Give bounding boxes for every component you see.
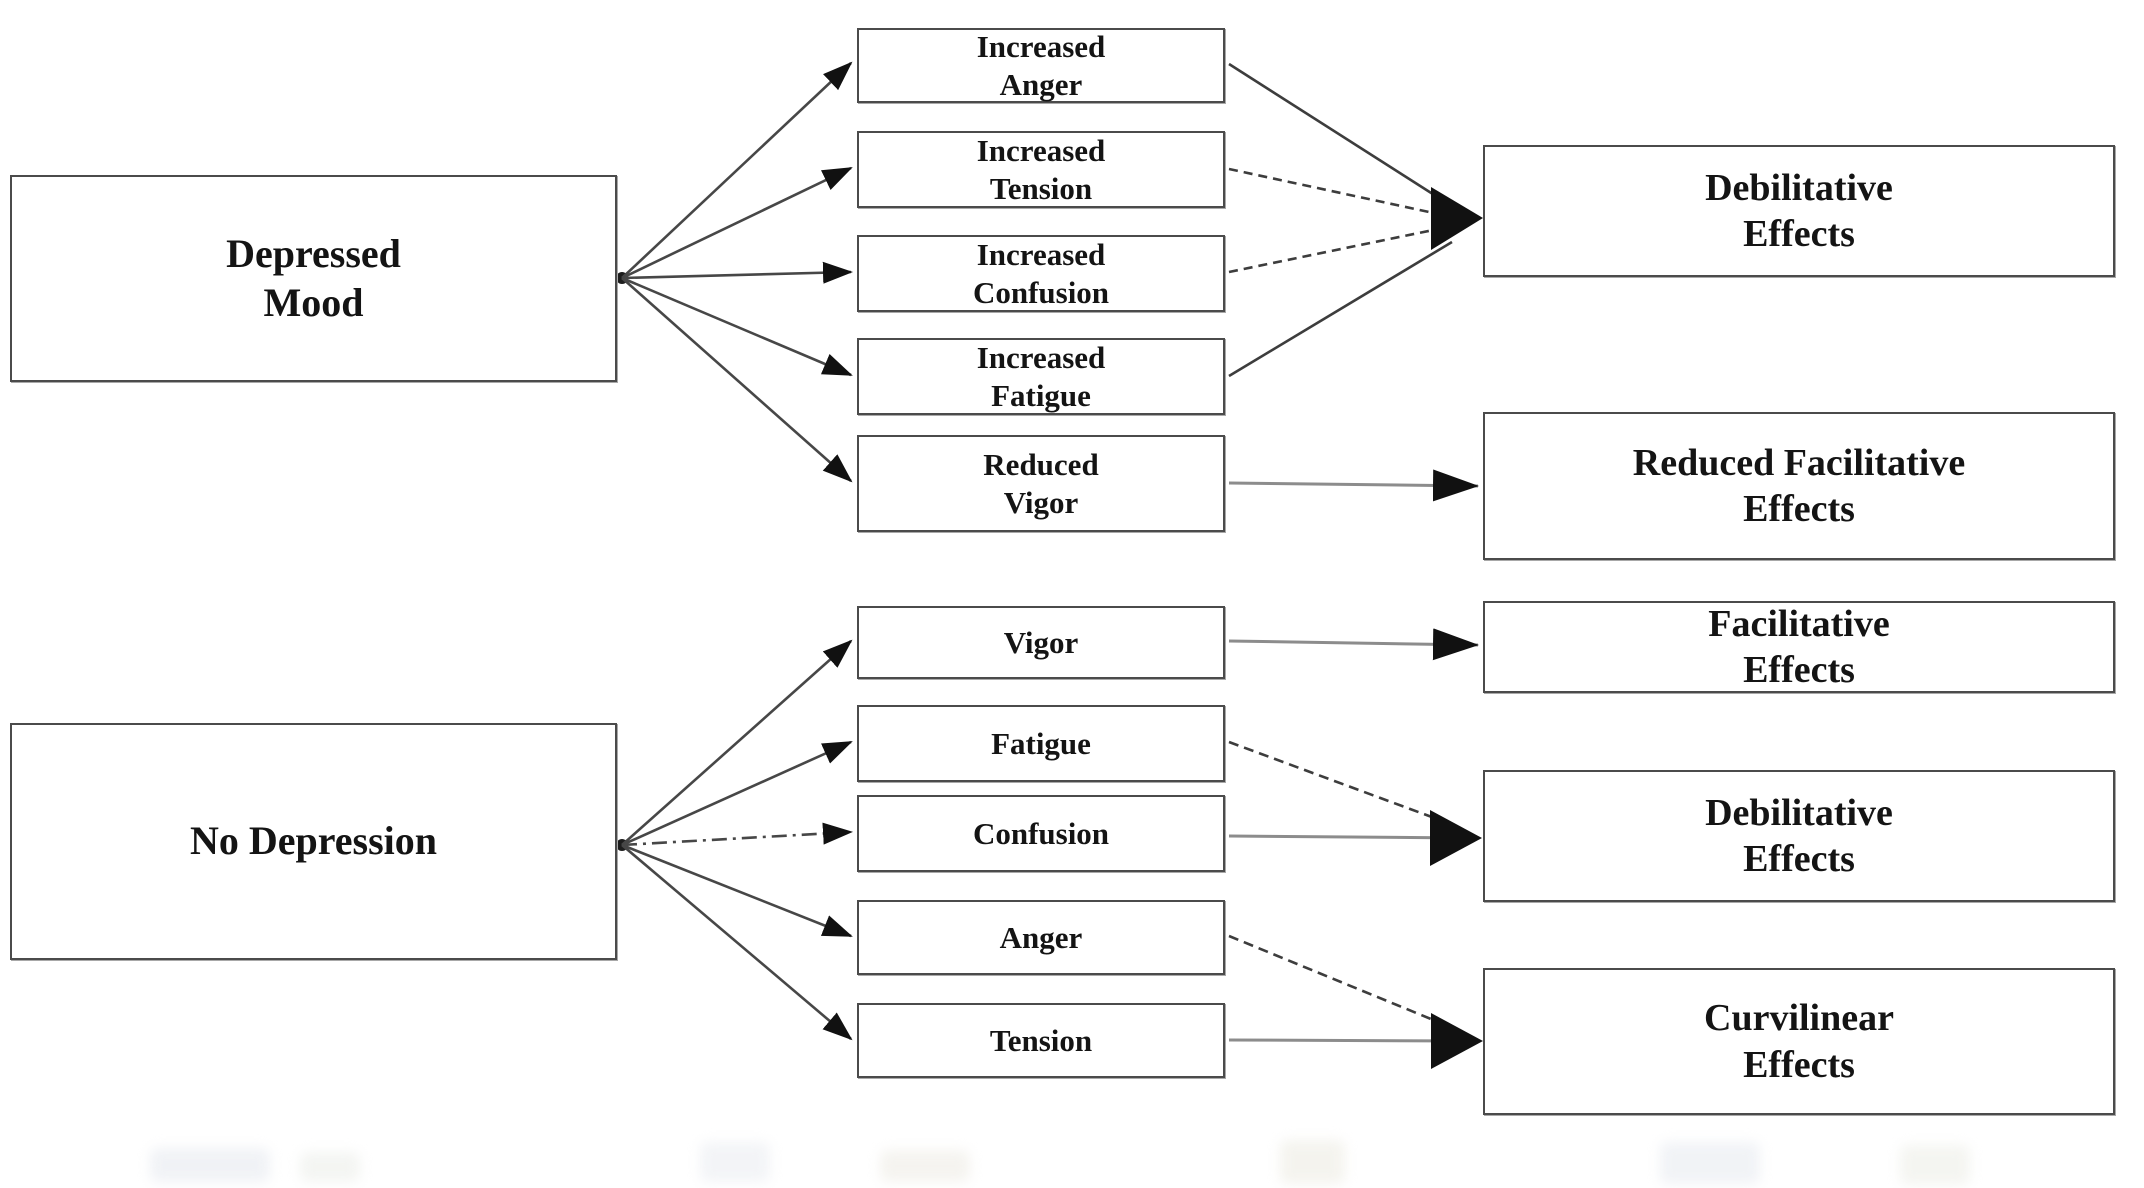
connector-confusion-to-debilitative-bottom (1228, 834, 1467, 840)
node-increased-fatigue: Increased Fatigue (857, 338, 1225, 415)
node-curvilinear-effects: Curvilinear Effects (1483, 968, 2115, 1115)
connector-anger-to-curvilinear (1228, 934, 1449, 1028)
node-facilitative-effects: Facilitative Effects (1483, 601, 2115, 693)
connector-increased-confusion-to-debilitative (1228, 226, 1444, 274)
node-fatigue: Fatigue (857, 705, 1225, 782)
convergence-arrowhead-debilitative-bottom (1430, 810, 1482, 866)
blurred-artifact (1280, 1140, 1345, 1184)
node-increased-confusion: Increased Confusion (857, 235, 1225, 312)
blurred-artifact (150, 1148, 270, 1182)
connector-depressed-to-increased-anger (621, 61, 853, 279)
connector-vigor-to-facilitative (1228, 628, 1479, 661)
connector-no-depression-to-fatigue (621, 740, 853, 847)
connector-no-depression-to-tension (621, 844, 853, 1041)
convergence-arrowhead-debilitative-top (1431, 187, 1483, 250)
node-increased-tension: Increased Tension (857, 131, 1225, 208)
connector-increased-tension-to-debilitative (1228, 167, 1444, 217)
connector-no-depression-to-vigor (621, 639, 853, 846)
connector-depressed-to-increased-confusion (621, 261, 853, 284)
connector-depressed-to-increased-tension (621, 166, 853, 280)
connector-fatigue-to-debilitative-bottom (1228, 740, 1449, 825)
connector-increased-fatigue-to-debilitative (1228, 240, 1453, 378)
node-no-depression: No Depression (10, 723, 617, 960)
connector-no-depression-to-anger (621, 843, 853, 938)
blurred-artifact (1660, 1142, 1760, 1184)
node-reduced-facilitative-effects: Reduced Facilitative Effects (1483, 412, 2115, 560)
node-tension: Tension (857, 1003, 1225, 1078)
node-reduced-vigor: Reduced Vigor (857, 435, 1225, 532)
blurred-artifact (300, 1152, 360, 1182)
node-debilitative-effects-bottom: Debilitative Effects (1483, 770, 2115, 902)
node-confusion: Confusion (857, 795, 1225, 872)
blurred-artifact (880, 1150, 970, 1182)
node-vigor: Vigor (857, 606, 1225, 679)
blurred-artifact (1900, 1145, 1970, 1185)
node-depressed-mood: Depressed Mood (10, 175, 617, 382)
connector-depressed-to-reduced-vigor (621, 277, 853, 483)
connector-increased-anger-to-debilitative (1228, 62, 1451, 207)
node-debilitative-effects-top: Debilitative Effects (1483, 145, 2115, 277)
connector-depressed-to-increased-fatigue (621, 276, 853, 377)
blurred-artifact (700, 1142, 770, 1182)
node-increased-anger: Increased Anger (857, 28, 1225, 103)
convergence-arrowhead-curvilinear (1431, 1013, 1483, 1069)
node-anger: Anger (857, 900, 1225, 975)
connector-reduced-vigor-to-reduced-facilitative (1228, 469, 1479, 502)
connector-tension-to-curvilinear (1228, 1038, 1467, 1043)
connector-no-depression-to-confusion (621, 822, 853, 847)
